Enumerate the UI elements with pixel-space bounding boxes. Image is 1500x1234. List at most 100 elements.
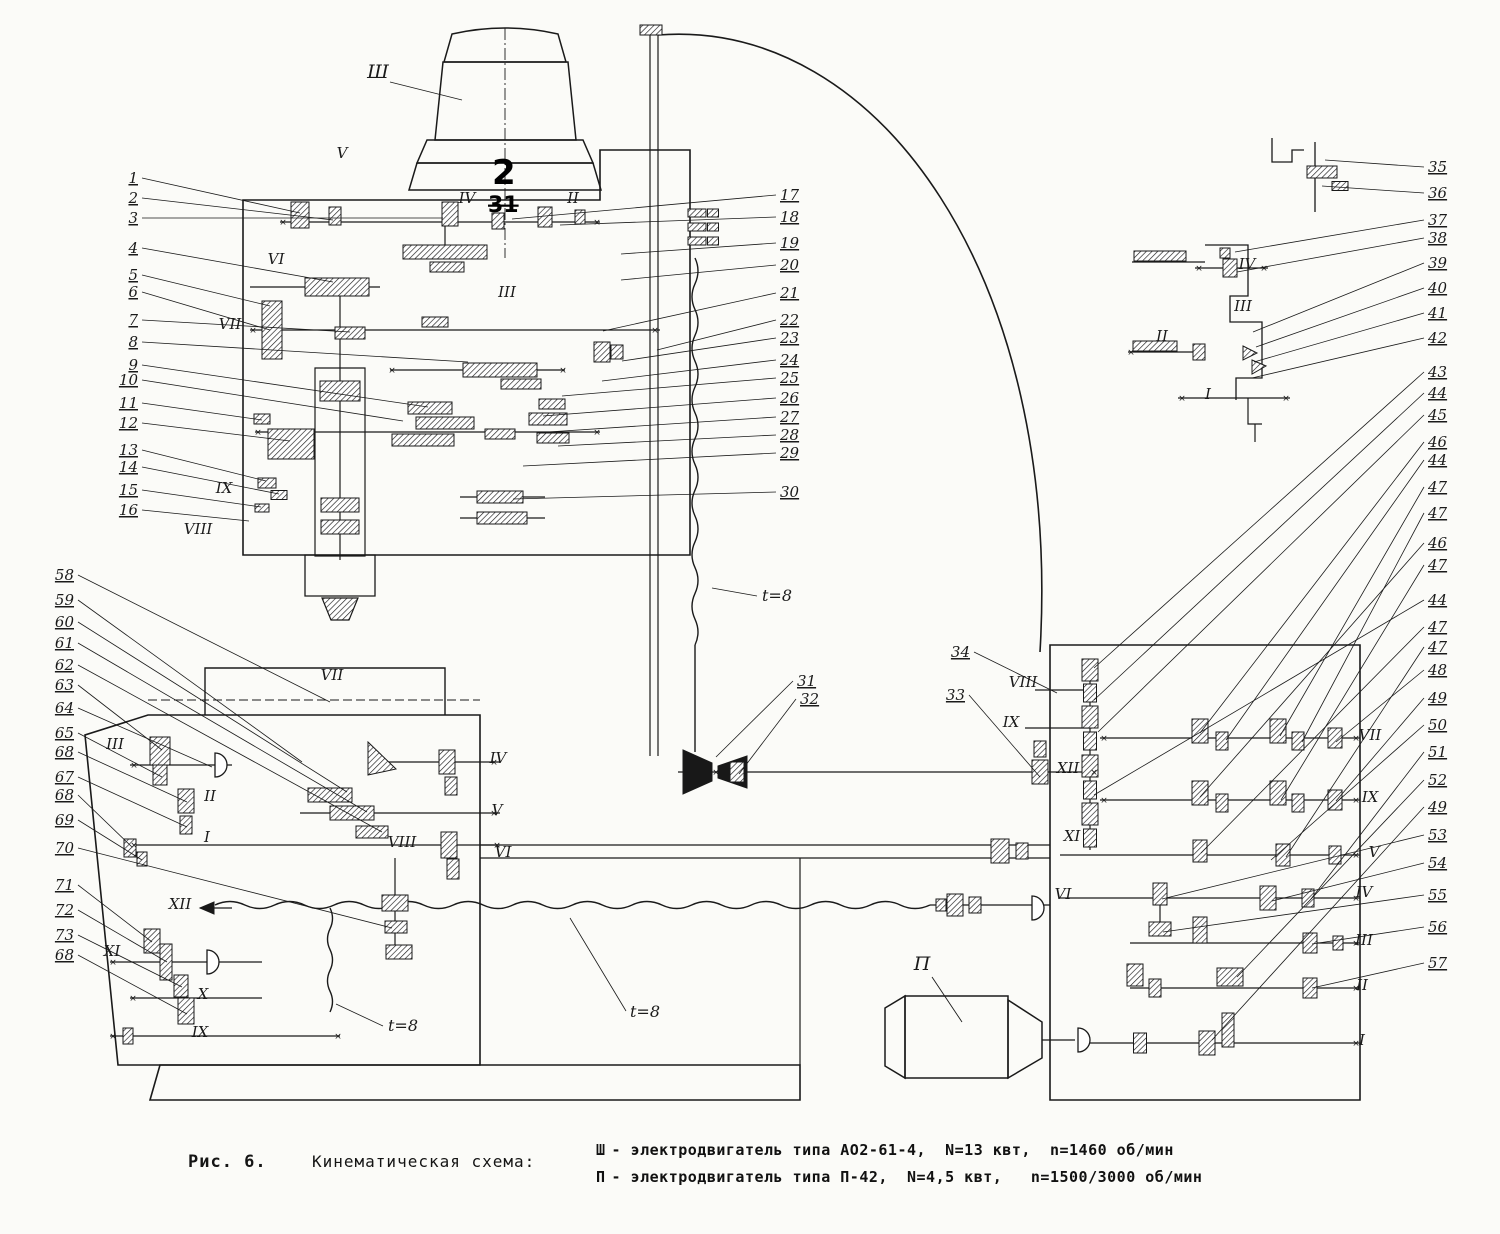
callout-number: 14	[119, 458, 138, 476]
bearing-mark: ×	[559, 366, 567, 376]
gear	[444, 776, 458, 796]
callout-number: 39	[1428, 254, 1448, 272]
leader-line	[77, 934, 183, 988]
shaft-roman-numeral: I	[1358, 1031, 1366, 1049]
gear	[421, 316, 449, 328]
gear	[177, 788, 195, 814]
leader-line	[559, 216, 777, 226]
callout-number: 44	[1427, 451, 1447, 469]
gears-and-parts: ×××××××××××××××××××××××××××××××××	[109, 24, 1360, 1056]
figure-number: Рис. 6.	[188, 1152, 267, 1172]
gear	[438, 749, 456, 775]
gear	[1331, 181, 1349, 191]
shaft-roman-numeral: II	[566, 189, 580, 207]
gear	[1222, 258, 1238, 278]
callout-number: 38	[1428, 229, 1447, 247]
callout-number: 3	[128, 209, 138, 227]
leader-line	[738, 698, 797, 775]
leader-line	[569, 917, 627, 1012]
arrow-head	[198, 901, 215, 915]
gear	[1133, 1032, 1147, 1054]
gear	[1219, 247, 1231, 259]
shaft-roman-numeral: IX	[215, 479, 234, 497]
shaft-roman-numeral: II	[1355, 976, 1369, 994]
callout-number: 68	[55, 786, 74, 804]
leader-line	[621, 337, 777, 362]
gear	[1192, 839, 1208, 863]
motor-pe-body	[904, 995, 1009, 1079]
callout-number: 58	[55, 566, 74, 584]
leader-line	[141, 449, 267, 482]
leader-line	[77, 642, 368, 813]
gear	[1031, 759, 1049, 785]
shaft-roman-numeral: VI	[268, 250, 286, 268]
shaft-roman-numeral: X	[197, 985, 210, 1003]
callout-number: 54	[1428, 854, 1447, 872]
chain-pitch-label: t=8	[388, 1016, 418, 1035]
shaft-roman-numeral: III	[1354, 931, 1374, 949]
gear	[1192, 343, 1206, 361]
callout-number: 25	[779, 369, 799, 387]
leader-line	[1251, 337, 1425, 379]
callout-number: 67	[55, 768, 75, 786]
chain-pitch-label: t=8	[762, 586, 792, 605]
gear	[402, 244, 488, 260]
leader-line	[1093, 599, 1425, 796]
bearing-mark: ×	[1178, 394, 1186, 404]
callout-number: 55	[1428, 886, 1447, 904]
callout-number: 1	[128, 169, 138, 187]
spindle-quill	[304, 554, 376, 597]
callout-number: 40	[1427, 279, 1448, 297]
gear	[1126, 963, 1144, 987]
gear	[1327, 789, 1343, 811]
shaft-roman-numeral: IX	[191, 1023, 210, 1041]
callout-number: 42	[1427, 329, 1447, 347]
callout-number: 20	[779, 256, 800, 274]
bearing-mark: ×	[130, 761, 138, 771]
callout-number: 26	[779, 389, 800, 407]
leader-line	[141, 466, 280, 495]
leader-line	[557, 434, 777, 447]
machine-base	[148, 1064, 801, 1101]
callout-number: 35	[1428, 158, 1447, 176]
motor-sha-body	[434, 61, 577, 141]
handwritten-mark: 31	[488, 193, 519, 218]
callout-number: 47	[1427, 618, 1448, 636]
gear	[267, 428, 315, 460]
callout-number: 22	[779, 311, 799, 329]
leader-line	[77, 954, 188, 1015]
leader-line	[77, 776, 188, 828]
callout-number: 15	[119, 481, 138, 499]
callout-number: 56	[1428, 918, 1448, 936]
callout-number: 61	[55, 634, 74, 652]
motor-sha-symbol: Ш	[596, 1141, 606, 1159]
spindle-chuck	[321, 597, 359, 621]
bearing-mark: ×	[1352, 894, 1360, 904]
chain-horizontal	[214, 900, 931, 910]
shaft-roman-numeral: VII	[321, 666, 345, 684]
gear	[384, 920, 408, 934]
mini-foot	[1247, 398, 1262, 442]
gear	[476, 490, 524, 504]
gear	[1083, 780, 1097, 800]
shaft-roman-numeral: IV	[1355, 883, 1375, 901]
gear	[159, 943, 173, 981]
shaft-roman-numeral: XII	[1056, 759, 1081, 777]
bearing-mark: ×	[593, 218, 601, 228]
bearing-mark: ×	[388, 366, 396, 376]
callout-number: 32	[800, 690, 819, 708]
gear	[610, 344, 624, 360]
leader-line	[1211, 806, 1425, 1041]
bearing-mark: ×	[490, 758, 498, 768]
gear	[1133, 250, 1187, 262]
gear	[1269, 718, 1287, 744]
gear	[328, 206, 342, 226]
leader-line	[1335, 669, 1425, 743]
gear	[123, 838, 137, 858]
callout-number: 47	[1427, 504, 1448, 522]
bearing-mark: ×	[254, 428, 262, 438]
callout-number: 10	[119, 371, 139, 389]
callout-number: 46	[1427, 433, 1448, 451]
gear	[1302, 977, 1318, 999]
shaft-roman-numeral: IX	[1002, 713, 1021, 731]
